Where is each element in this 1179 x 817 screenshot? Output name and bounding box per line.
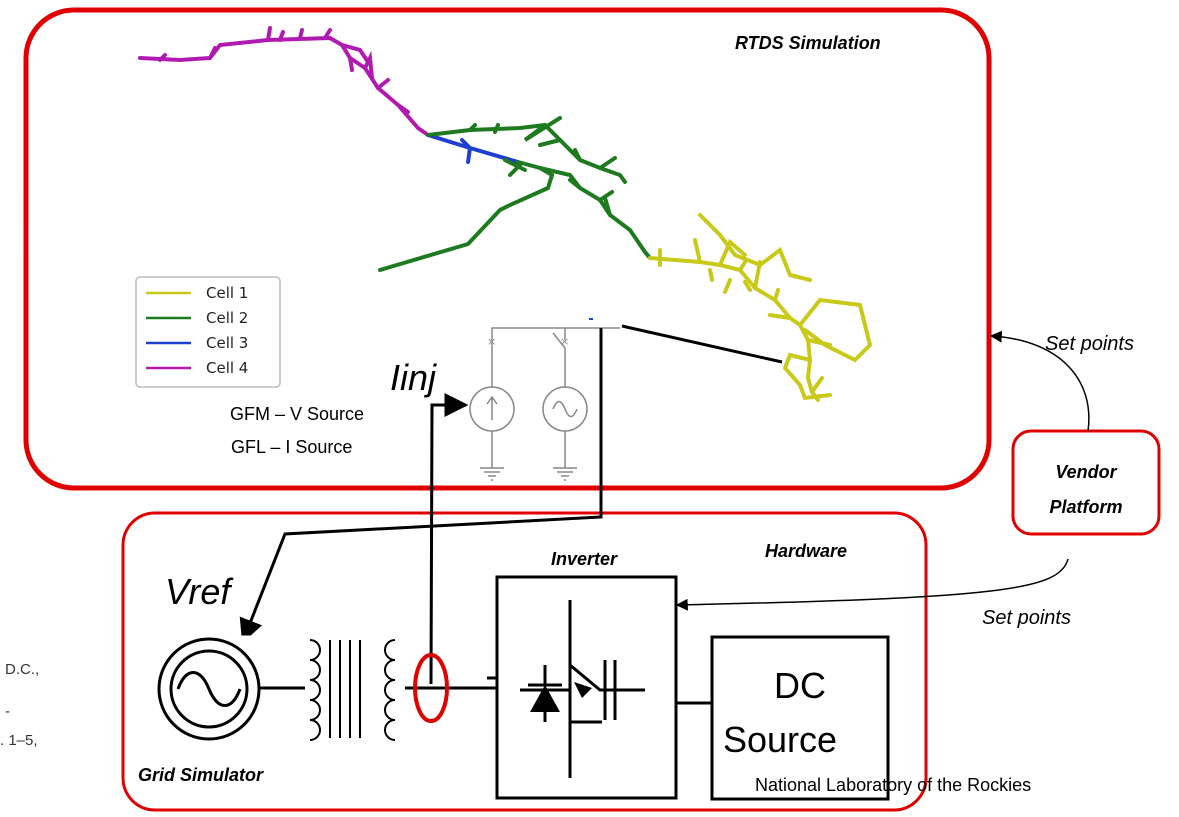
- svg-text:×: ×: [487, 335, 496, 348]
- vendor-label-line2: Platform: [1049, 497, 1122, 517]
- inverter-label: Inverter: [551, 549, 618, 569]
- set-points-bottom-arrow: [675, 558, 1069, 611]
- set-points-bottom-label: Set points: [982, 607, 1071, 629]
- dc-source-box: [710, 635, 890, 801]
- vref-label: Vref: [165, 571, 234, 612]
- dc-source-label-line1: DC: [774, 665, 826, 706]
- network-connection-line: [621, 324, 783, 364]
- gfl-label: GFL – I Source: [231, 437, 352, 457]
- legend-label-cell-2: Cell 2: [206, 309, 248, 327]
- legend-box: [135, 276, 281, 388]
- text-fragment-2: -: [5, 703, 10, 720]
- node-marker: [589, 318, 593, 320]
- source-circuit: × ×: [469, 327, 620, 481]
- rtds-simulation-box: [23, 7, 992, 491]
- cell-4-network: [138, 26, 430, 137]
- gfm-label: GFM – V Source: [230, 404, 364, 424]
- vendor-label-line1: Vendor: [1055, 462, 1117, 482]
- current-sensor-icon: [413, 653, 449, 723]
- legend-label-cell-1: Cell 1: [206, 284, 248, 302]
- set-points-top-arrow: [989, 330, 1090, 432]
- footer-label: National Laboratory of the Rockies: [755, 775, 1031, 795]
- legend-label-cell-3: Cell 3: [206, 334, 248, 352]
- rtds-title: RTDS Simulation: [735, 33, 881, 53]
- vendor-platform-box: [1011, 429, 1161, 536]
- switch-icon: [552, 332, 566, 349]
- dc-source-label-line2: Source: [723, 719, 837, 760]
- transformer-icon: [309, 639, 396, 741]
- cell-3-network: [426, 133, 520, 164]
- svg-text:×: ×: [560, 335, 569, 348]
- legend-label-cell-4: Cell 4: [206, 359, 248, 377]
- set-points-top-label: Set points: [1045, 333, 1134, 355]
- igbt-icon: [487, 600, 645, 778]
- text-fragment-3: . 1–5,: [0, 732, 38, 749]
- iinj-signal-wire: [429, 393, 469, 685]
- cell-1-network: [648, 213, 873, 402]
- hardware-title: Hardware: [765, 541, 847, 561]
- legend: Cell 1 Cell 2 Cell 3 Cell 4: [135, 276, 281, 388]
- ground-icon: [553, 467, 577, 481]
- text-fragment-1: D.C.,: [5, 661, 39, 678]
- iinj-label: Iinj: [390, 357, 437, 398]
- grid-simulator-source-icon: [150, 635, 268, 745]
- cell-2-network: [378, 116, 652, 272]
- hardware-box: [121, 511, 928, 812]
- vref-signal-wire: [239, 328, 603, 644]
- grid-simulator-label: Grid Simulator: [138, 765, 264, 785]
- ground-icon: [480, 467, 504, 481]
